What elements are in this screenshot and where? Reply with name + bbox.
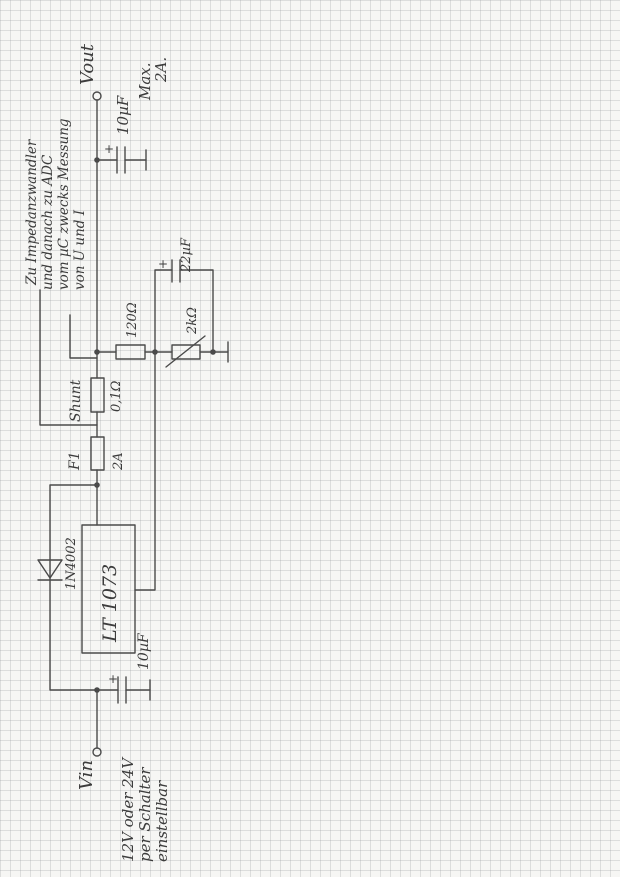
capacitor-output: + 10µF [104, 95, 147, 174]
shunt-label: Shunt [68, 379, 84, 422]
cap-in-polarity: + [108, 672, 118, 686]
max-note-line: Max. [136, 62, 154, 101]
regulator-label: LT 1073 [99, 564, 121, 643]
cap22-return-wire [179, 269, 214, 353]
sense-wire-left [39, 289, 98, 426]
fuse-f1: F1 2A [67, 436, 126, 471]
shunt-body [90, 377, 105, 413]
adc-note-line: und danach zu ADC [40, 154, 56, 290]
adj-return-wire [134, 351, 156, 591]
junction-node [94, 687, 100, 693]
junction-node [94, 349, 100, 355]
cap22-polarity: + [158, 257, 168, 271]
diode-loop-wire [49, 484, 98, 691]
pot-body [171, 344, 201, 360]
shunt-value: 0,1Ω [109, 380, 124, 412]
adc-note-line: vom µC zwecks Messung [56, 118, 72, 290]
junction-node [94, 482, 100, 488]
cap-in-value: 10µF [136, 632, 152, 670]
fuse-designator: F1 [67, 451, 83, 471]
input-note: 12V oder 24V per Schalter einstellbar [119, 756, 171, 862]
junction-dots [94, 157, 216, 693]
junction-node [152, 349, 158, 355]
vout-terminal [92, 91, 102, 101]
junction-node [94, 157, 100, 163]
cap-out-value: 10µF [114, 95, 132, 135]
diode-label: 1N4002 [64, 537, 79, 590]
capacitor-22uf: + 22µF [158, 237, 194, 283]
regulator-ic: LT 1073 [81, 524, 136, 654]
pot-value: 2kΩ [185, 307, 200, 335]
max-current-note: Max. 2A. [136, 57, 170, 101]
pot-arrow-line [165, 335, 206, 368]
vout-label: Vout [77, 43, 98, 85]
regulator-body [81, 524, 136, 654]
input-note-line: 12V oder 24V [119, 756, 137, 862]
resistor-body [115, 344, 146, 360]
adc-note-line: Zu Impedanzwandler [24, 138, 40, 286]
vin-label: Vin [76, 760, 97, 790]
diode-triangle [37, 559, 63, 579]
adc-note: Zu Impedanzwandler und danach zu ADC vom… [24, 118, 88, 290]
wires [39, 99, 229, 749]
sense-wire-right [69, 314, 98, 359]
adc-note-line: von U und I [72, 209, 88, 290]
cap-out-polarity: + [104, 142, 114, 156]
fuse-rating: 2A [111, 452, 126, 471]
potentiometer-2k: 2kΩ [165, 307, 229, 368]
resistor-value: 120Ω [125, 302, 140, 338]
diode-1n4002: 1N4002 [37, 537, 79, 590]
max-note-line: 2A. [152, 57, 170, 83]
vin-terminal [92, 747, 102, 757]
junction-node [210, 349, 216, 355]
capacitor-input: + 10µF [108, 632, 152, 704]
input-note-line: einstellbar [153, 780, 171, 862]
cap22-feed-wire [154, 269, 173, 353]
fuse-body [90, 436, 105, 471]
cap22-value: 22µF [179, 237, 194, 273]
resistor-120: 120Ω [115, 302, 146, 360]
shunt-resistor: Shunt 0,1Ω [68, 377, 124, 422]
input-note-line: per Schalter [136, 767, 154, 862]
